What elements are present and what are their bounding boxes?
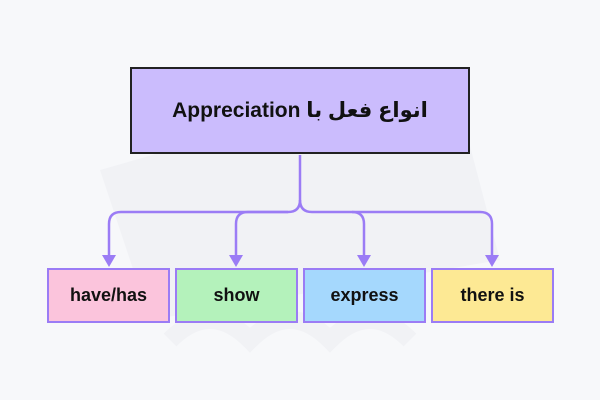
arrowhead-icon — [485, 255, 499, 267]
connector-stem — [107, 155, 302, 258]
connector-branch — [234, 210, 288, 258]
arrowhead-icon — [229, 255, 243, 267]
child-label: have/has — [69, 285, 148, 305]
connector-branch — [298, 199, 366, 258]
arrowhead-icon — [102, 255, 116, 267]
child-node-have-has: have/has — [47, 268, 170, 323]
child-label: show — [213, 285, 260, 305]
child-node-express: express — [303, 268, 426, 323]
connector-branch — [352, 210, 494, 258]
child-node-there-is: there is — [431, 268, 554, 323]
root-node: انواع فعل با Appreciation — [130, 67, 470, 154]
child-label: there is — [460, 285, 525, 305]
child-label: express — [330, 285, 399, 305]
child-node-show: show — [175, 268, 298, 323]
root-title: انواع فعل با Appreciation — [172, 99, 428, 122]
arrowhead-icon — [357, 255, 371, 267]
